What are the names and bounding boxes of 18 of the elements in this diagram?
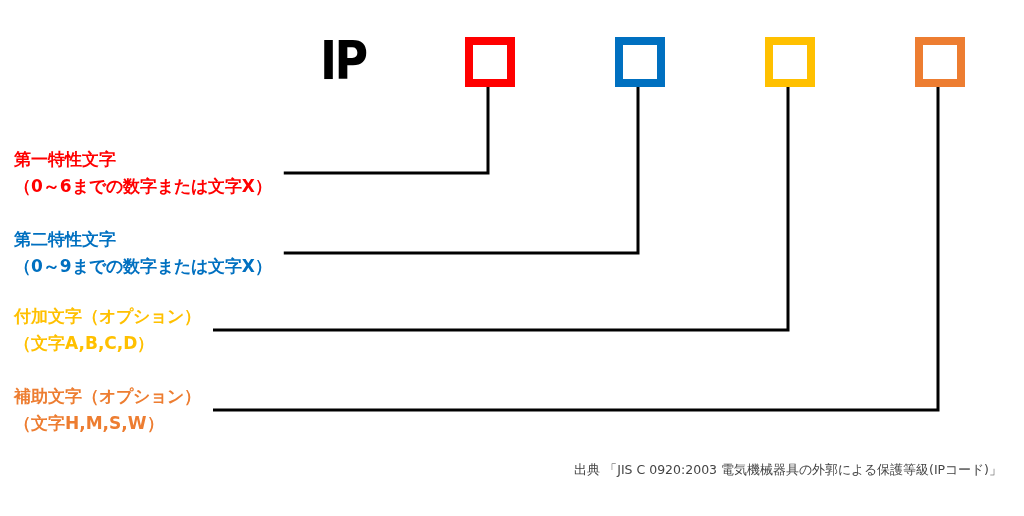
empty-square: [765, 37, 815, 87]
leader-line: [283, 85, 640, 255]
item-description: （0～6までの数字または文字X）: [14, 175, 273, 198]
source-note: 出典 「JIS C 0920:2003 電気機械器具の外郭による保護等級(IPコード)」: [574, 461, 1002, 479]
item-heading: 第二特性文字: [14, 228, 117, 251]
item-description: （文字A,B,C,D）: [14, 332, 156, 355]
item-description: （0～9までの数字または文字X）: [14, 255, 273, 278]
empty-square: [915, 37, 965, 87]
item-heading: 補助文字（オプション）: [14, 385, 202, 408]
code-prefix: IP: [320, 30, 366, 92]
item-heading: 付加文字（オプション）: [14, 305, 202, 328]
empty-square: [615, 37, 665, 87]
item-heading: 第一特性文字: [14, 148, 117, 171]
item-description: （文字H,M,S,W）: [14, 412, 165, 435]
leader-line: [213, 85, 940, 412]
leader-line: [283, 85, 490, 175]
leader-line: [213, 85, 790, 332]
empty-square: [465, 37, 515, 87]
